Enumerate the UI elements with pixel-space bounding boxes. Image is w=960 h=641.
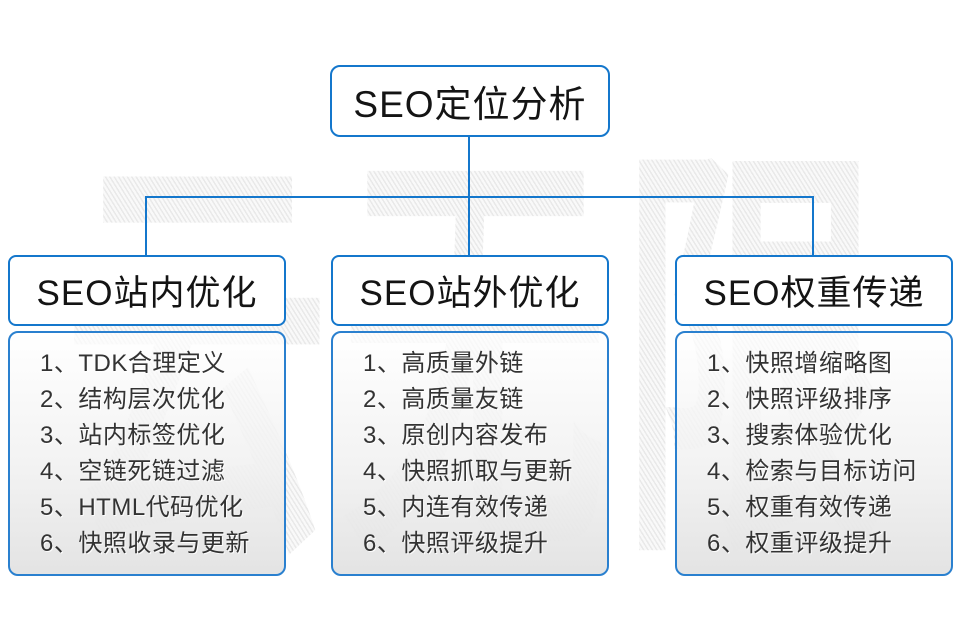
column-header-offsite: SEO站外优化 bbox=[331, 255, 609, 326]
connector-right-drop bbox=[812, 196, 814, 256]
column-panel-onsite: 1、TDK合理定义 2、结构层次优化 3、站内标签优化 4、空链死链过滤 5、H… bbox=[8, 331, 286, 576]
column-header-title: SEO站外优化 bbox=[359, 274, 581, 313]
connector-horizontal-bar bbox=[145, 196, 814, 198]
list-item: 1、快照增缩略图 bbox=[707, 350, 893, 377]
list-item: 2、快照评级排序 bbox=[707, 386, 893, 413]
column-header-title: SEO站内优化 bbox=[36, 274, 258, 313]
list-item: 5、HTML代码优化 bbox=[40, 494, 244, 521]
column-header-title: SEO权重传递 bbox=[703, 274, 925, 313]
list-item: 4、快照抓取与更新 bbox=[363, 458, 573, 485]
list-item: 3、站内标签优化 bbox=[40, 422, 226, 449]
column-onsite-optimization: SEO站内优化 1、TDK合理定义 2、结构层次优化 3、站内标签优化 4、空链… bbox=[8, 255, 286, 576]
column-panel-offsite: 1、高质量外链 2、高质量友链 3、原创内容发布 4、快照抓取与更新 5、内连有… bbox=[331, 331, 609, 576]
column-panel-weight: 1、快照增缩略图 2、快照评级排序 3、搜索体验优化 4、检索与目标访问 5、权… bbox=[675, 331, 953, 576]
connector-left-drop bbox=[145, 196, 147, 256]
list-item: 2、结构层次优化 bbox=[40, 386, 226, 413]
column-header-onsite: SEO站内优化 bbox=[8, 255, 286, 326]
list-item: 2、高质量友链 bbox=[363, 386, 524, 413]
column-offsite-optimization: SEO站外优化 1、高质量外链 2、高质量友链 3、原创内容发布 4、快照抓取与… bbox=[331, 255, 609, 576]
list-item: 6、快照收录与更新 bbox=[40, 530, 250, 557]
list-item: 3、搜索体验优化 bbox=[707, 422, 893, 449]
list-item: 1、TDK合理定义 bbox=[40, 350, 226, 377]
root-node-seo-positioning: SEO定位分析 bbox=[330, 65, 610, 137]
list-item: 5、内连有效传递 bbox=[363, 494, 549, 521]
column-header-weight: SEO权重传递 bbox=[675, 255, 953, 326]
list-item: 6、快照评级提升 bbox=[363, 530, 549, 557]
list-item: 6、权重评级提升 bbox=[707, 530, 893, 557]
list-item: 4、空链死链过滤 bbox=[40, 458, 226, 485]
list-item: 5、权重有效传递 bbox=[707, 494, 893, 521]
root-node-title: SEO定位分析 bbox=[353, 84, 587, 125]
column-weight-transfer: SEO权重传递 1、快照增缩略图 2、快照评级排序 3、搜索体验优化 4、检索与… bbox=[675, 255, 953, 576]
list-item: 4、检索与目标访问 bbox=[707, 458, 917, 485]
list-item: 3、原创内容发布 bbox=[363, 422, 549, 449]
list-item: 1、高质量外链 bbox=[363, 350, 524, 377]
